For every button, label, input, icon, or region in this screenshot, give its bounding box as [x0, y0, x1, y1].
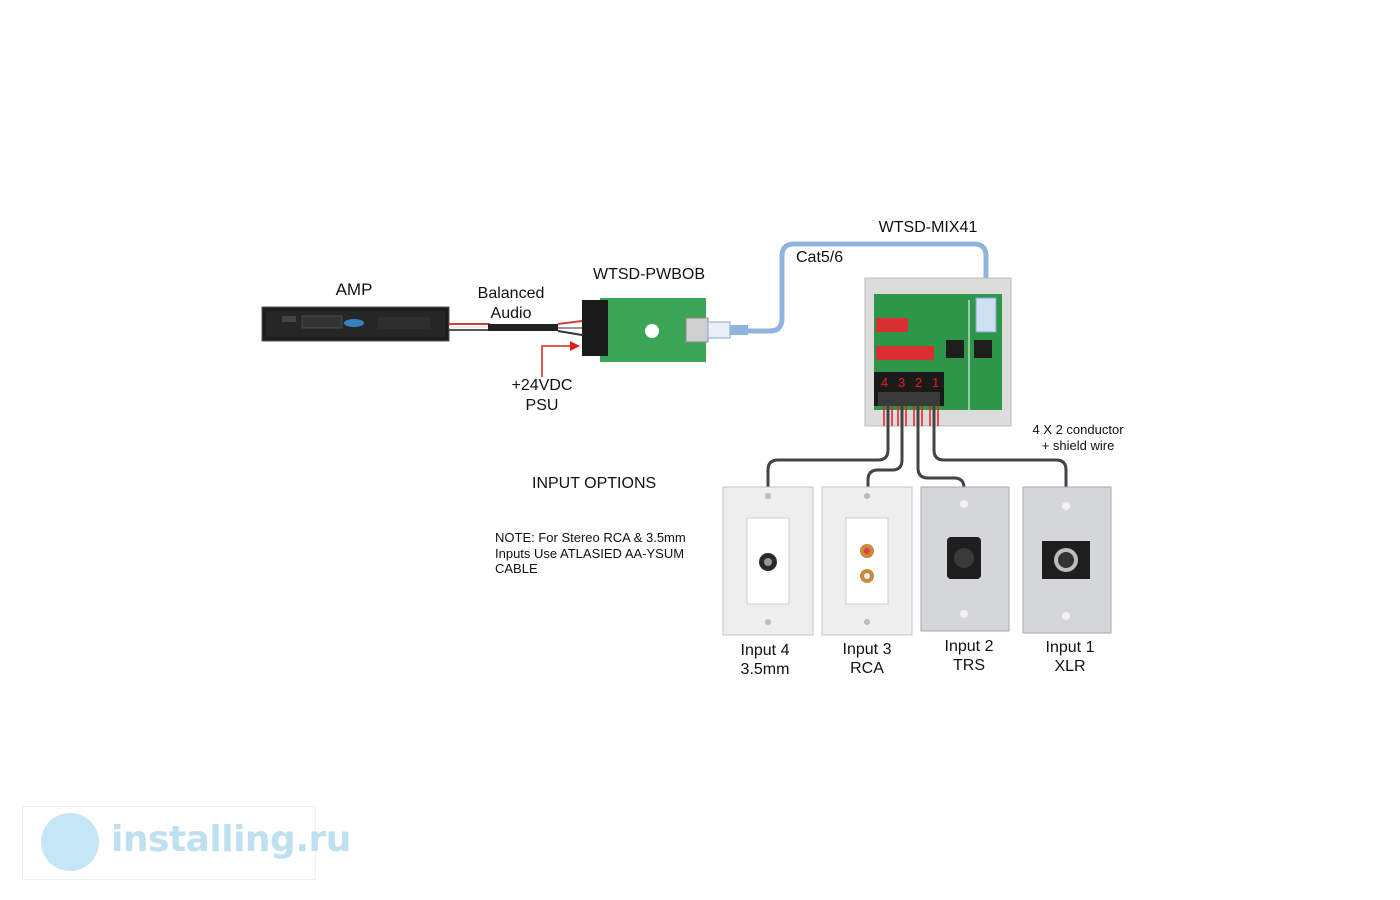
terminal-number: 1	[932, 375, 940, 390]
terminal-number: 4	[881, 375, 889, 390]
input1-type: XLR	[1054, 658, 1086, 675]
mix41-device	[864, 277, 1012, 427]
input-options-heading: INPUT OPTIONS	[532, 475, 657, 492]
input2-label: Input 2	[944, 638, 994, 655]
psu-label: +24VDC	[511, 377, 573, 394]
input1-label: Input 1	[1045, 639, 1095, 656]
terminal-number: 2	[915, 375, 923, 390]
input3-type: RCA	[850, 660, 884, 677]
pwbob-board	[582, 298, 748, 362]
stereo-note: NOTE: For Stereo RCA & 3.5mm Inputs Use …	[495, 530, 686, 576]
terminal-number: 3	[898, 375, 906, 390]
psu-arrow	[541, 341, 580, 377]
input1-plate	[1022, 486, 1112, 634]
balanced-audio-label: Audio	[490, 305, 532, 322]
balanced-audio-cable	[449, 320, 583, 336]
pwbob-label: WTSD-PWBOB	[593, 266, 705, 283]
watermark: installing.ru	[22, 806, 351, 880]
wire-colors	[883, 406, 939, 426]
conductor-label: 4 X 2 conductor	[1032, 422, 1124, 437]
cat-cable	[748, 241, 989, 334]
input4-label: Input 4	[740, 642, 790, 659]
input4-type: 3.5mm	[740, 661, 790, 678]
balanced-audio-label: Balanced	[477, 285, 545, 302]
input4-plate	[722, 486, 814, 636]
input3-label: Input 3	[842, 641, 892, 658]
cat-cable-label: Cat5/6	[796, 249, 844, 266]
watermark-logo-icon	[41, 813, 99, 871]
psu-label: PSU	[525, 397, 559, 414]
amp-device	[261, 306, 450, 342]
watermark-text: installing.ru	[111, 819, 351, 860]
mix41-label: WTSD-MIX41	[878, 219, 978, 236]
conductor-label: + shield wire	[1041, 438, 1115, 453]
amp-label: AMP	[335, 280, 373, 299]
input-wires	[766, 406, 1068, 489]
input2-type: TRS	[953, 657, 985, 674]
input2-plate	[920, 486, 1010, 632]
input3-plate	[821, 486, 913, 636]
